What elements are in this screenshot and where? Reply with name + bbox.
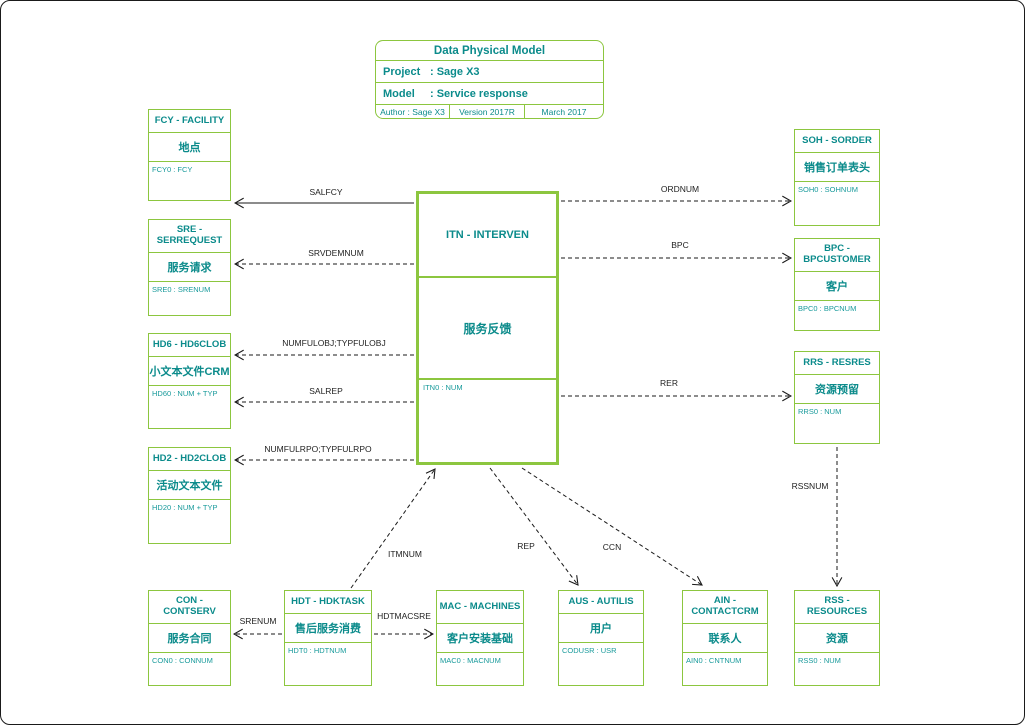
entity-cn-label: 客户安装基础 bbox=[437, 624, 523, 653]
entity-cn-label: 小文本文件CRM bbox=[149, 357, 230, 386]
entity-title: MAC - MACHINES bbox=[437, 591, 523, 624]
entity-cn-label: 资源预留 bbox=[795, 375, 879, 404]
entity-title: AIN - CONTACTCRM bbox=[683, 591, 767, 624]
edge-label-rep: REP bbox=[517, 541, 535, 551]
entity-aus-autilis[interactable]: AUS - AUTILIS 用户 CODUSR : USR bbox=[558, 590, 644, 686]
entity-cn-label: 联系人 bbox=[683, 624, 767, 653]
entity-key-field: FCY0 : FCY bbox=[152, 165, 193, 174]
edge-label-itmnum: ITMNUM bbox=[388, 549, 422, 559]
entity-rrs-resres[interactable]: RRS - RESRES 资源预留 RRS0 : NUM bbox=[794, 351, 880, 444]
model-value: : Service response bbox=[430, 87, 528, 100]
entity-key-field: HDT0 : HDTNUM bbox=[288, 646, 347, 655]
model-title-block: Data Physical Model Project : Sage X3 Mo… bbox=[375, 40, 604, 119]
edge-rep bbox=[489, 467, 578, 585]
edge-label-hdtmacsre: HDTMACSRE bbox=[377, 611, 431, 621]
entity-bpc-bpcustomer[interactable]: BPC - BPCUSTOMER 客户 BPC0 : BPCNUM bbox=[794, 238, 880, 331]
edge-itmnum bbox=[350, 469, 435, 589]
edge-label-rssnum: RSSNUM bbox=[791, 481, 829, 491]
entity-title: FCY - FACILITY bbox=[149, 110, 230, 133]
entity-key-field: ITN0 : NUM bbox=[423, 383, 463, 392]
entity-key-field: RSS0 : NUM bbox=[798, 656, 841, 665]
entity-key-field: HD60 : NUM + TYP bbox=[152, 389, 218, 398]
entity-sre-serrequest[interactable]: SRE - SERREQUEST 服务请求 SRE0 : SRENUM bbox=[148, 219, 231, 316]
model-title: Data Physical Model bbox=[376, 41, 603, 61]
entity-hd6-hd6clob[interactable]: HD6 - HD6CLOB 小文本文件CRM HD60 : NUM + TYP bbox=[148, 333, 231, 429]
edge-label-srvdemnum: SRVDEMNUM bbox=[308, 248, 364, 258]
entity-key-field: MAC0 : MACNUM bbox=[440, 656, 501, 665]
edge-label-rer: RER bbox=[660, 378, 678, 388]
entity-title: AUS - AUTILIS bbox=[559, 591, 643, 614]
model-version: Version 2017R bbox=[449, 105, 525, 119]
entity-key-field: BPC0 : BPCNUM bbox=[798, 304, 857, 313]
entity-itn-interven[interactable]: ITN - INTERVEN 服务反馈 ITN0 : NUM bbox=[416, 191, 559, 465]
edge-ccn bbox=[521, 467, 702, 585]
edge-label-salrep: SALREP bbox=[309, 386, 343, 396]
edge-label-salfcy: SALFCY bbox=[309, 187, 343, 197]
entity-key-field: AIN0 : CNTNUM bbox=[686, 656, 742, 665]
entity-key-field: CODUSR : USR bbox=[562, 646, 617, 655]
entity-title: SRE - SERREQUEST bbox=[149, 220, 230, 253]
entity-cn-label: 服务合同 bbox=[149, 624, 230, 653]
edge-label-numfulobj: NUMFULOBJ;TYPFULOBJ bbox=[282, 338, 386, 348]
model-author: Author : Sage X3 bbox=[380, 107, 445, 117]
edge-label-ccn: CCN bbox=[602, 542, 622, 552]
entity-title: HD6 - HD6CLOB bbox=[149, 334, 230, 357]
entity-key-field: SRE0 : SRENUM bbox=[152, 285, 211, 294]
entity-cn-label: 服务请求 bbox=[149, 253, 230, 282]
entity-title: SOH - SORDER bbox=[795, 130, 879, 153]
entity-cn-label: 销售订单表头 bbox=[795, 153, 879, 182]
project-label: Project bbox=[383, 65, 421, 78]
entity-cn-label: 地点 bbox=[149, 133, 230, 162]
model-date: March 2017 bbox=[541, 107, 587, 117]
entity-title: CON - CONTSERV bbox=[149, 591, 230, 624]
entity-title: RRS - RESRES bbox=[795, 352, 879, 375]
entity-key-field: HD20 : NUM + TYP bbox=[152, 503, 218, 512]
model-meta-row: Author : Sage X3 Version 2017R March 201… bbox=[376, 105, 603, 119]
entity-title: BPC - BPCUSTOMER bbox=[795, 239, 879, 272]
entity-title: RSS - RESOURCES bbox=[795, 591, 879, 624]
entity-cn-label: 用户 bbox=[559, 614, 643, 643]
entity-cn-label: 服务反馈 bbox=[419, 278, 556, 380]
entity-cn-label: 活动文本文件 bbox=[149, 471, 230, 500]
entity-key-field: SOH0 : SOHNUM bbox=[798, 185, 859, 194]
entity-hd2-hd2clob[interactable]: HD2 - HD2CLOB 活动文本文件 HD20 : NUM + TYP bbox=[148, 447, 231, 544]
model-model-row: Model : Service response bbox=[376, 83, 603, 105]
entity-fcy-facility[interactable]: FCY - FACILITY 地点 FCY0 : FCY bbox=[148, 109, 231, 201]
model-label: Model bbox=[383, 87, 415, 100]
edge-label-numfulrpo: NUMFULRPO;TYPFULRPO bbox=[264, 444, 372, 454]
entity-title: HDT - HDKTASK bbox=[285, 591, 371, 614]
edge-label-srenum: SRENUM bbox=[239, 616, 277, 626]
entity-title: ITN - INTERVEN bbox=[419, 194, 556, 278]
entity-mac-machines[interactable]: MAC - MACHINES 客户安装基础 MAC0 : MACNUM bbox=[436, 590, 524, 686]
entity-title: HD2 - HD2CLOB bbox=[149, 448, 230, 471]
entity-soh-sorder[interactable]: SOH - SORDER 销售订单表头 SOH0 : SOHNUM bbox=[794, 129, 880, 226]
entity-key-field: CON0 : CONNUM bbox=[152, 656, 213, 665]
model-project-row: Project : Sage X3 bbox=[376, 61, 603, 83]
edge-label-bpc: BPC bbox=[671, 240, 689, 250]
entity-ain-contactcrm[interactable]: AIN - CONTACTCRM 联系人 AIN0 : CNTNUM bbox=[682, 590, 768, 686]
edge-label-ordnum: ORDNUM bbox=[660, 184, 700, 194]
entity-key-field: RRS0 : NUM bbox=[798, 407, 842, 416]
entity-rss-resources[interactable]: RSS - RESOURCES 资源 RSS0 : NUM bbox=[794, 590, 880, 686]
entity-hdt-hdktask[interactable]: HDT - HDKTASK 售后服务消费 HDT0 : HDTNUM bbox=[284, 590, 372, 686]
entity-cn-label: 客户 bbox=[795, 272, 879, 301]
project-value: : Sage X3 bbox=[430, 65, 480, 78]
entity-con-contserv[interactable]: CON - CONTSERV 服务合同 CON0 : CONNUM bbox=[148, 590, 231, 686]
entity-cn-label: 售后服务消费 bbox=[285, 614, 371, 643]
entity-cn-label: 资源 bbox=[795, 624, 879, 653]
